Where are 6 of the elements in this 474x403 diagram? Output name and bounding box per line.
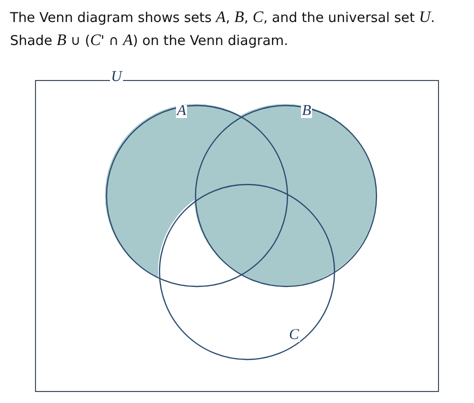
question-text: The Venn diagram shows sets A, B, C, and the universal set U.: [10, 9, 435, 27]
set-label: B: [301, 105, 312, 118]
instruction-text: Shade B ∪ (C' ∩ A) on the Venn diagram.: [10, 32, 288, 50]
set-label: U: [110, 71, 123, 84]
set-label: C: [288, 329, 300, 342]
set-label: A: [176, 105, 188, 118]
